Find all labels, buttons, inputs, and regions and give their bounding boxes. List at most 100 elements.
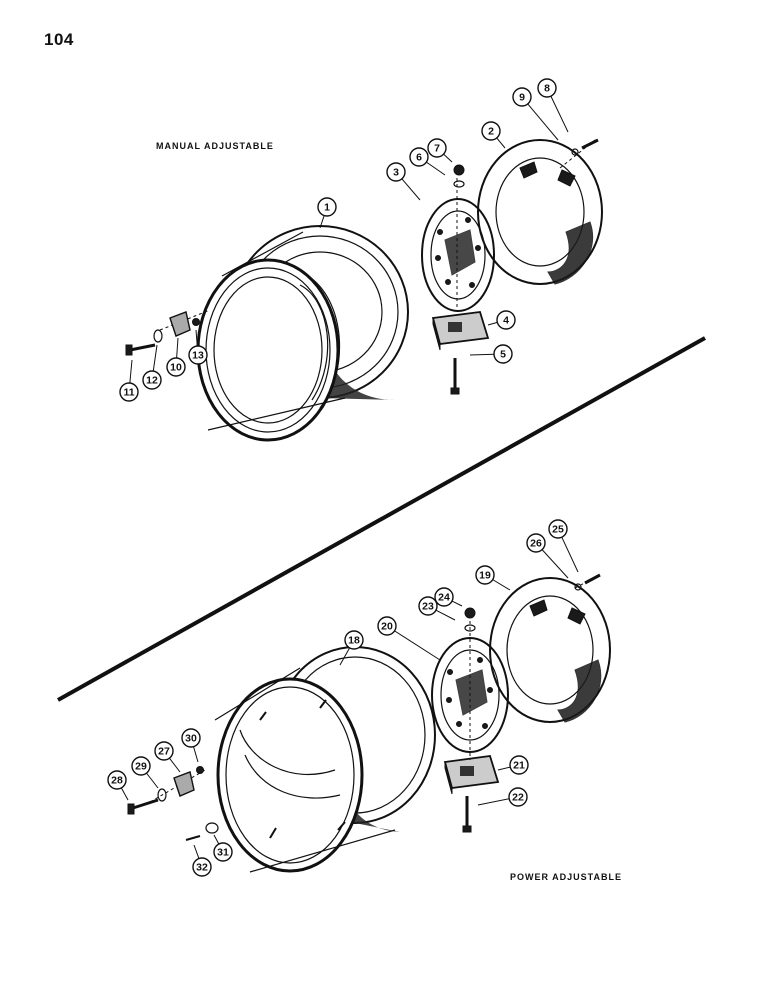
power-leader-32 [193,844,200,859]
manual-leader-2 [496,137,506,149]
power-callout-30: 30 [185,733,197,745]
manual-leader-1 [319,215,325,229]
power-rim [214,646,436,873]
manual-callout-12: 12 [146,375,158,387]
power-callout-circle-18 [344,630,364,650]
manual-callout-circle-11 [119,382,139,402]
power-callout-circle-20 [377,616,397,636]
power-adjustable-label: POWER ADJUSTABLE [510,872,623,882]
manual-callout-5: 5 [500,349,506,361]
power-leader-28 [120,787,129,801]
manual-weight-ring [477,139,603,285]
power-callout-circle-32 [192,857,212,877]
manual-hardware [125,311,200,356]
power-callout-25: 25 [552,524,564,536]
power-callout-circle-29 [131,756,151,776]
power-leader-24 [451,600,463,607]
power-callout-circle-21 [509,755,529,775]
manual-callout-circle-5 [493,344,513,364]
manual-callout-1: 1 [324,202,330,214]
power-callout-26: 26 [530,538,542,550]
power-callout-circle-28 [107,770,127,790]
power-leader-23 [435,609,456,621]
manual-nut-parts [453,138,599,188]
manual-leader-11 [129,359,133,384]
manual-leader-8 [550,95,569,133]
power-callout-23: 23 [422,601,434,613]
manual-leader-13 [195,329,198,347]
manual-callout-circle-6 [409,147,429,167]
power-nut-parts [464,573,601,632]
power-callout-20: 20 [381,621,393,633]
power-callouts: 18 19 20 21 22 23 24 25 26 27 28 29 30 31 32 [107,519,579,877]
manual-callout-2: 2 [488,126,494,138]
manual-leader-9 [527,103,559,141]
manual-leader-5 [469,353,495,356]
power-leader-18 [339,647,351,666]
manual-leader-12 [152,344,158,372]
manual-callout-13: 13 [192,350,204,362]
power-weight-ring [489,577,611,723]
power-callout-24: 24 [438,592,450,604]
power-leader-20 [394,630,441,661]
manual-callout-circle-1 [317,197,337,217]
power-leader-22 [477,798,510,806]
manual-callout-circle-3 [386,162,406,182]
power-callout-circle-25 [548,519,568,539]
manual-callout-6: 6 [416,152,422,164]
power-callout-18: 18 [348,635,360,647]
manual-leader-3 [401,178,421,201]
manual-bolt-vertical [450,358,460,395]
manual-center-disc [421,198,495,312]
power-callout-27: 27 [158,746,170,758]
power-callout-19: 19 [479,570,491,582]
power-callout-circle-31 [213,842,233,862]
power-callout-28: 28 [111,775,123,787]
power-callout-29: 29 [135,761,147,773]
manual-leader-4 [487,321,498,326]
power-leader-21 [497,766,511,771]
manual-callout-circle-12 [142,370,162,390]
manual-callout-9: 9 [519,92,525,104]
manual-adjustable-label: MANUAL ADJUSTABLE [156,141,274,151]
power-callout-31: 31 [217,847,229,859]
power-leader-19 [492,579,511,591]
manual-clamp-block [431,311,490,351]
manual-callout-circle-13 [188,345,208,365]
manual-callout-circle-8 [537,78,557,98]
power-callout-circle-22 [508,787,528,807]
manual-callout-8: 8 [544,83,550,95]
power-leader-29 [146,772,159,789]
power-leader-25 [561,536,579,573]
power-leader-30 [193,746,199,763]
manual-callout-3: 3 [393,167,399,179]
power-callout-circle-27 [154,741,174,761]
manual-callout-circle-4 [496,310,516,330]
manual-leader-10 [176,337,179,359]
manual-callout-circle-2 [481,121,501,141]
power-callout-circle-30 [181,728,201,748]
manual-leader-6 [426,161,446,176]
power-callout-circle-26 [526,533,546,553]
power-callout-22: 22 [512,792,524,804]
power-bolt-vertical [462,796,472,833]
power-clamp-block [443,755,500,795]
power-callout-circle-24 [434,587,454,607]
manual-callout-circle-9 [512,87,532,107]
power-hardware [127,766,219,841]
manual-rim [196,225,409,442]
manual-callout-10: 10 [170,362,182,374]
manual-callout-4: 4 [503,315,509,327]
power-callout-circle-23 [418,596,438,616]
page-number: 104 [44,30,74,49]
manual-callout-11: 11 [123,387,134,399]
power-leader-27 [169,757,181,773]
manual-callout-7: 7 [434,143,440,155]
manual-callout-circle-10 [166,357,186,377]
power-callout-21: 21 [513,760,525,772]
manual-leader-7 [443,153,453,163]
power-callout-32: 32 [196,862,208,874]
